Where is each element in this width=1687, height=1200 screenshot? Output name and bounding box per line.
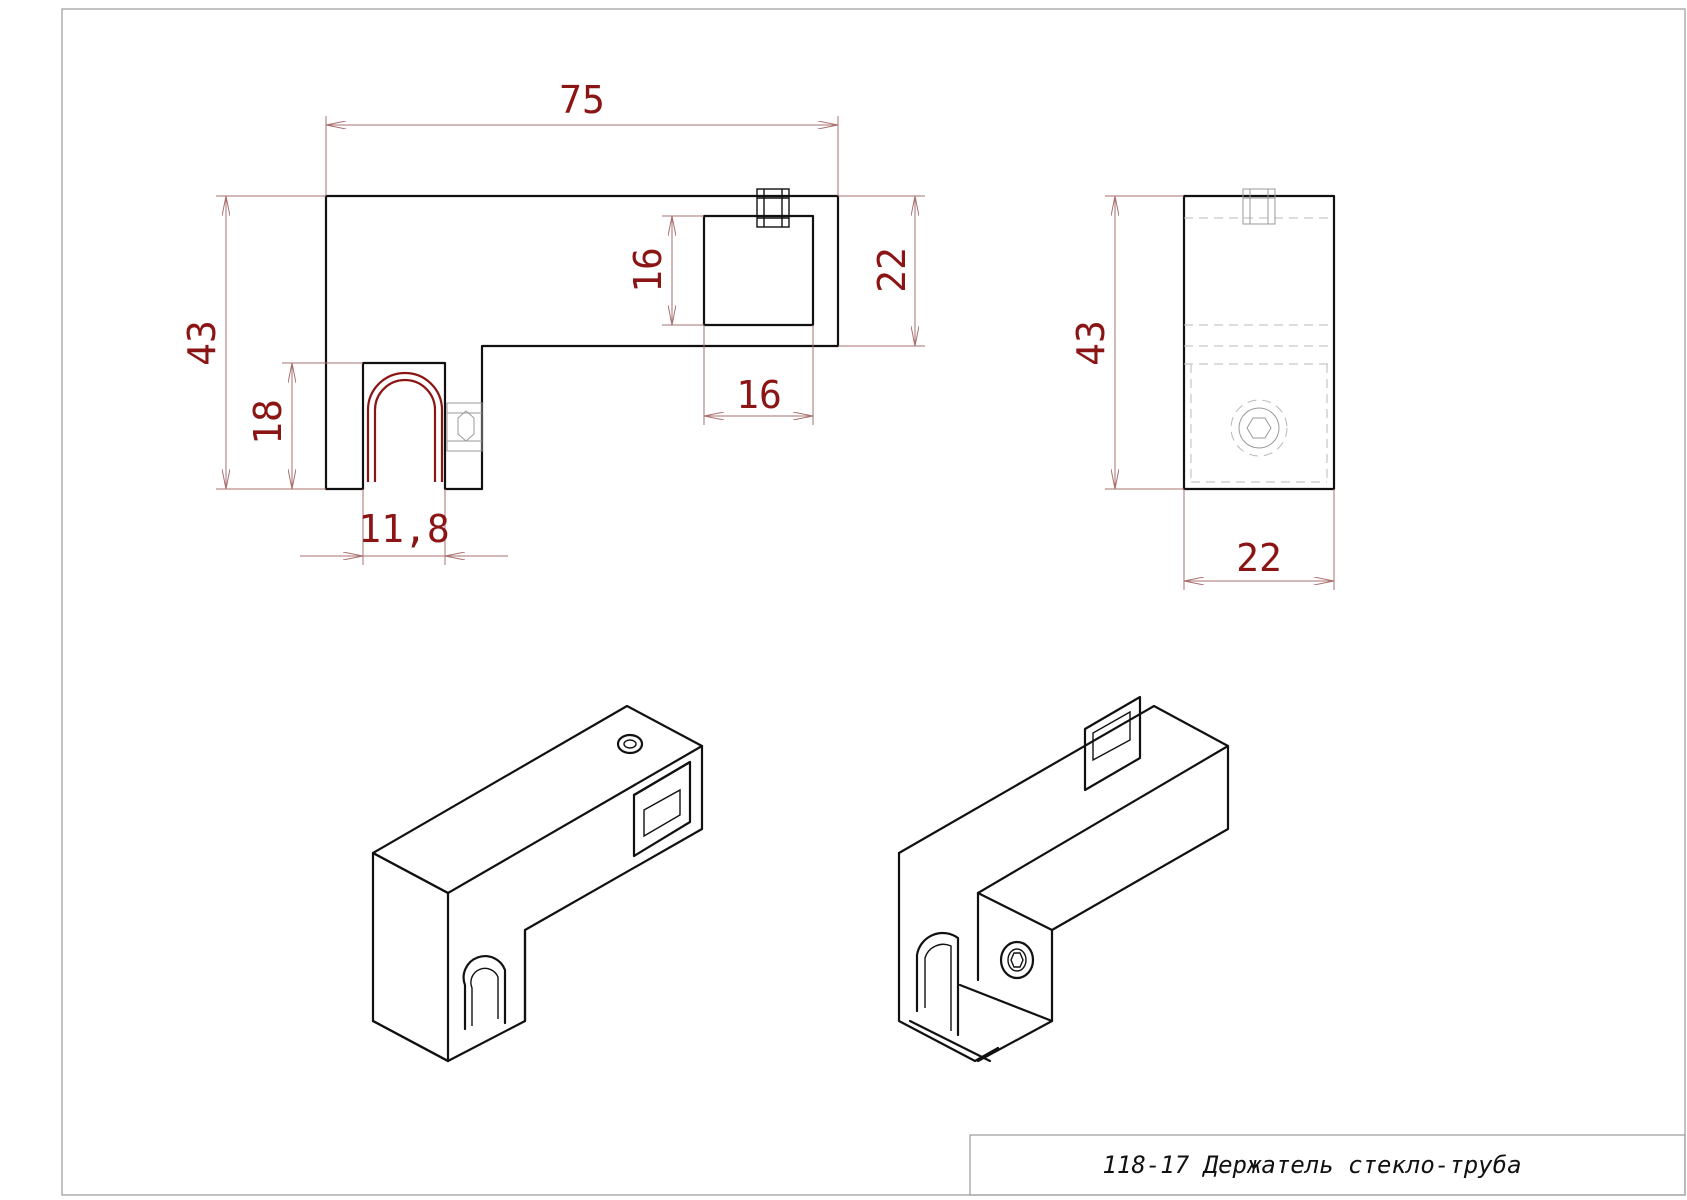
svg-text:75: 75 <box>559 78 605 122</box>
sheet-frame <box>61 8 1686 1196</box>
side-view-outline <box>1182 194 1336 491</box>
hex-socket-icon <box>1230 399 1288 457</box>
title-text: 118-17 Держатель стекло-труба <box>1102 1151 1521 1179</box>
u-insert-inner <box>373 378 437 482</box>
svg-text:18: 18 <box>246 399 290 445</box>
side-view: 43 22 <box>1069 188 1336 590</box>
dim-side-height: 43 <box>1069 195 1184 490</box>
set-screw-top-side-icon <box>1242 188 1276 225</box>
dim-height: 43 <box>180 195 326 490</box>
u-insert-outer <box>366 371 444 482</box>
title-block: 118-17 Держатель стекло-труба <box>969 1134 1686 1196</box>
isometric-view-right <box>897 695 1230 1063</box>
svg-text:43: 43 <box>1069 320 1113 366</box>
svg-text:16: 16 <box>736 373 782 417</box>
dim-slot-width: 11,8 <box>300 489 508 565</box>
svg-text:11,8: 11,8 <box>358 507 450 551</box>
square-hole <box>702 214 815 327</box>
dim-square-width: 16 <box>703 325 814 425</box>
svg-text:43: 43 <box>180 320 224 366</box>
svg-text:22: 22 <box>870 247 914 293</box>
dim-square-height: 16 <box>626 215 704 326</box>
front-view: 75 43 22 16 16 <box>180 78 925 565</box>
front-view-outline <box>324 194 840 491</box>
dim-slot-depth: 18 <box>246 362 363 490</box>
set-screw-top-icon <box>756 188 790 228</box>
dim-length: 75 <box>325 78 839 196</box>
svg-text:22: 22 <box>1236 536 1282 580</box>
iso-screw-icon <box>616 733 644 755</box>
iso-hex-socket-icon <box>999 940 1035 980</box>
dim-side-width: 22 <box>1183 489 1335 590</box>
set-screw-side-icon <box>446 402 483 452</box>
svg-text:16: 16 <box>626 247 670 293</box>
dim-tube-height: 22 <box>838 195 925 347</box>
isometric-view-left <box>371 704 704 1063</box>
